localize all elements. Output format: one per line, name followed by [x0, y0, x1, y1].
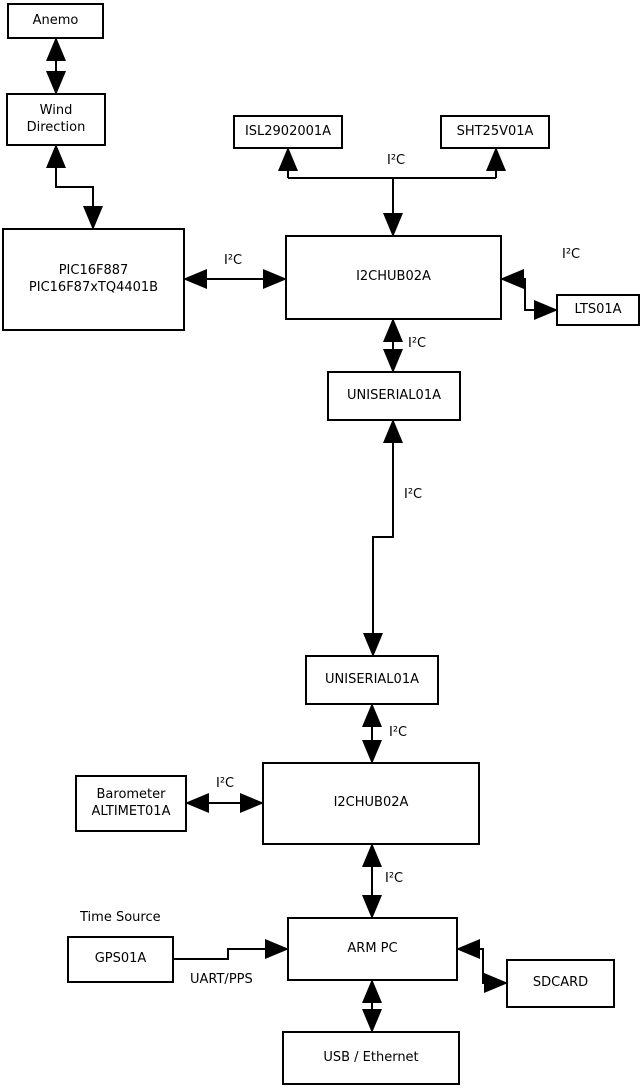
label-i2c-uniserial: I²C — [408, 336, 427, 351]
edge-wind-pic — [46, 144, 103, 230]
node-pic: PIC16F887 PIC16F87xTQ4401B — [2, 228, 185, 331]
node-uniserial-lower: UNISERIAL01A — [305, 655, 439, 705]
node-barometer: Barometer ALTIMET01A — [75, 775, 187, 832]
node-uniserial-upper: UNISERIAL01A — [327, 371, 461, 421]
label-i2c-armpc: I²C — [385, 871, 404, 886]
edge-armpc-sdcard — [456, 939, 508, 993]
label-i2c-hub-lower: I²C — [389, 725, 408, 740]
node-sdcard: SDCARD — [506, 959, 615, 1008]
edge-gps-armpc — [173, 939, 289, 960]
label-i2c-bus: I²C — [387, 153, 406, 168]
node-gps01a: GPS01A — [67, 936, 174, 983]
edge-i2chub-upper-lts — [500, 269, 558, 320]
node-sht25v01a: SHT25V01A — [440, 115, 550, 149]
label-i2c-lts: I²C — [562, 247, 581, 262]
label-uart-pps: UART/PPS — [190, 972, 253, 987]
label-i2c-pic: I²C — [224, 253, 243, 268]
node-usb-ethernet: USB / Ethernet — [282, 1031, 460, 1085]
node-isl2902001a: ISL2902001A — [233, 115, 343, 149]
node-arm-pc: ARM PC — [287, 917, 458, 981]
node-anemo: Anemo — [7, 3, 104, 39]
node-wind-direction: Wind Direction — [6, 93, 106, 146]
edge-uniserial-upper-uniserial-lower — [363, 419, 403, 657]
label-time-source: Time Source — [80, 910, 161, 925]
label-i2c-longlink: I²C — [404, 487, 423, 502]
label-i2c-barometer: I²C — [216, 776, 235, 791]
node-lts01a: LTS01A — [556, 294, 640, 326]
node-i2chub-upper: I2CHUB02A — [285, 235, 502, 320]
node-i2chub-lower: I2CHUB02A — [262, 762, 480, 845]
